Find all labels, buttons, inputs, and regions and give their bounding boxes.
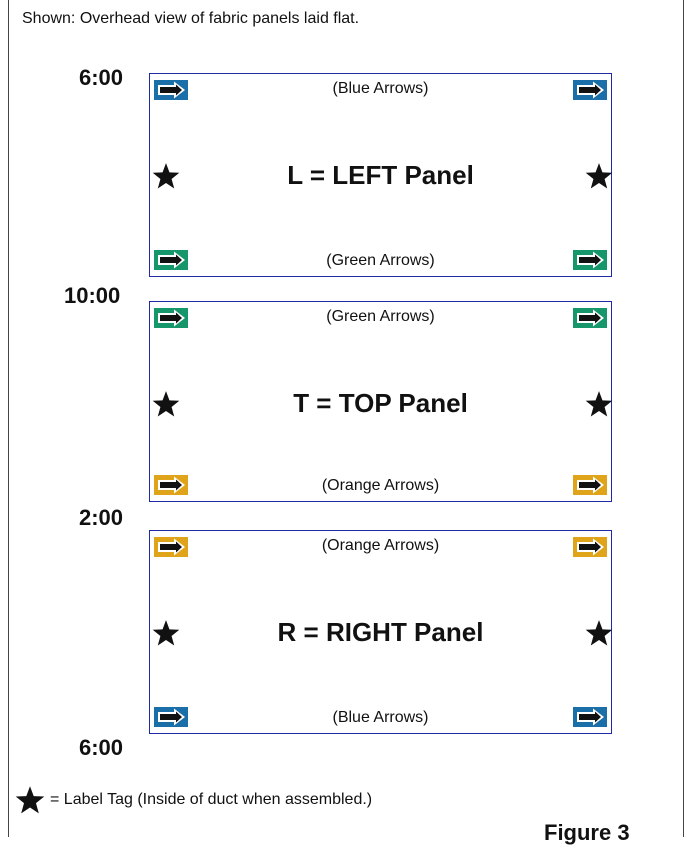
time-label-bottom: 6:00 <box>79 735 124 760</box>
panel-bottom-label: (Orange Arrows) <box>321 477 440 494</box>
panel-title: R = RIGHT Panel <box>277 617 484 647</box>
star-icon <box>152 162 180 190</box>
panel-title: T = TOP Panel <box>293 388 468 418</box>
figure-label: Figure 3 <box>544 820 630 845</box>
panel-top-label: (Green Arrows) <box>326 308 435 325</box>
time-label-top: 6:00 <box>79 65 124 90</box>
arrow-icon <box>573 250 607 270</box>
legend: = Label Tag (Inside of duct when assembl… <box>14 785 372 815</box>
arrow-icon <box>573 707 607 727</box>
panel-left: (Blue Arrows) L = LEFT Panel (Green Arro… <box>149 73 613 277</box>
panel-bottom-label: (Blue Arrows) <box>332 709 429 726</box>
star-icon <box>585 619 613 647</box>
panel-top-label: (Blue Arrows) <box>332 80 429 97</box>
star-icon <box>152 390 180 418</box>
star-icon <box>585 390 613 418</box>
arrow-icon <box>573 308 607 328</box>
arrow-icon <box>573 475 607 495</box>
star-icon <box>14 785 46 815</box>
arrow-icon <box>573 537 607 557</box>
arrow-icon <box>154 308 188 328</box>
time-label-second: 10:00 <box>64 283 121 308</box>
arrow-icon <box>573 80 607 100</box>
panel-bottom-label: (Green Arrows) <box>326 252 435 269</box>
star-icon <box>152 619 180 647</box>
arrow-icon <box>154 80 188 100</box>
arrow-icon <box>154 537 188 557</box>
legend-text: = Label Tag (Inside of duct when assembl… <box>50 791 373 808</box>
panel-top-label: (Orange Arrows) <box>321 537 440 554</box>
arrow-icon <box>154 475 188 495</box>
panel-title: L = LEFT Panel <box>287 160 474 190</box>
arrow-icon <box>154 250 188 270</box>
panel-top: (Green Arrows) T = TOP Panel (Orange Arr… <box>149 301 613 502</box>
caption: Shown: Overhead view of fabric panels la… <box>22 10 360 27</box>
panel-right: (Orange Arrows) R = RIGHT Panel (Blue Ar… <box>149 530 613 734</box>
time-label-third: 2:00 <box>79 505 124 530</box>
page-frame <box>8 0 684 837</box>
star-icon <box>585 162 613 190</box>
arrow-icon <box>154 707 188 727</box>
